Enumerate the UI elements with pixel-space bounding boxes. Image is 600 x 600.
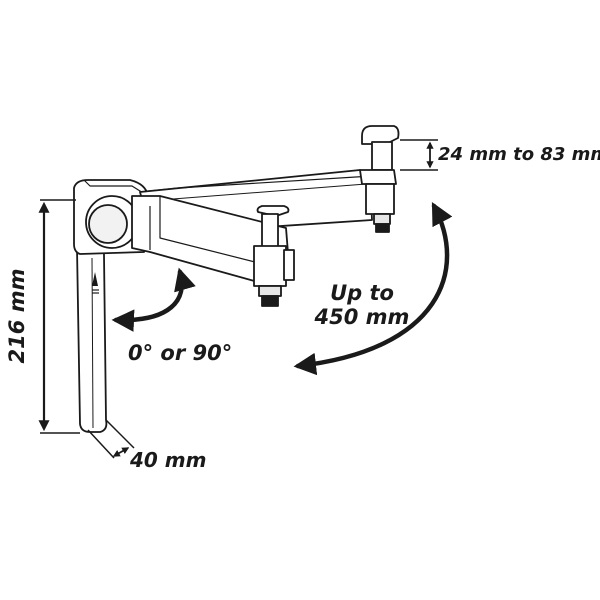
mount-illustration (73, 125, 400, 433)
reach-arrow (293, 202, 453, 376)
rotation-label: 0° or 90° (128, 341, 232, 365)
clamp-range-dimension (400, 139, 438, 171)
end-clamp (359, 125, 400, 233)
height-dimension (38, 199, 80, 434)
clamp-range-label: 24 mm to 83 mm (438, 144, 600, 165)
base-width-label: 40 mm (129, 448, 206, 472)
base-width-dimension (87, 419, 135, 459)
reach-label-line1: Up to (330, 281, 394, 305)
mid-joint (253, 205, 295, 307)
lower-arm (131, 195, 291, 283)
rotation-arrow (111, 267, 196, 332)
height-label: 216 mm (5, 269, 29, 364)
reach-label-line2: 450 mm (314, 305, 410, 329)
